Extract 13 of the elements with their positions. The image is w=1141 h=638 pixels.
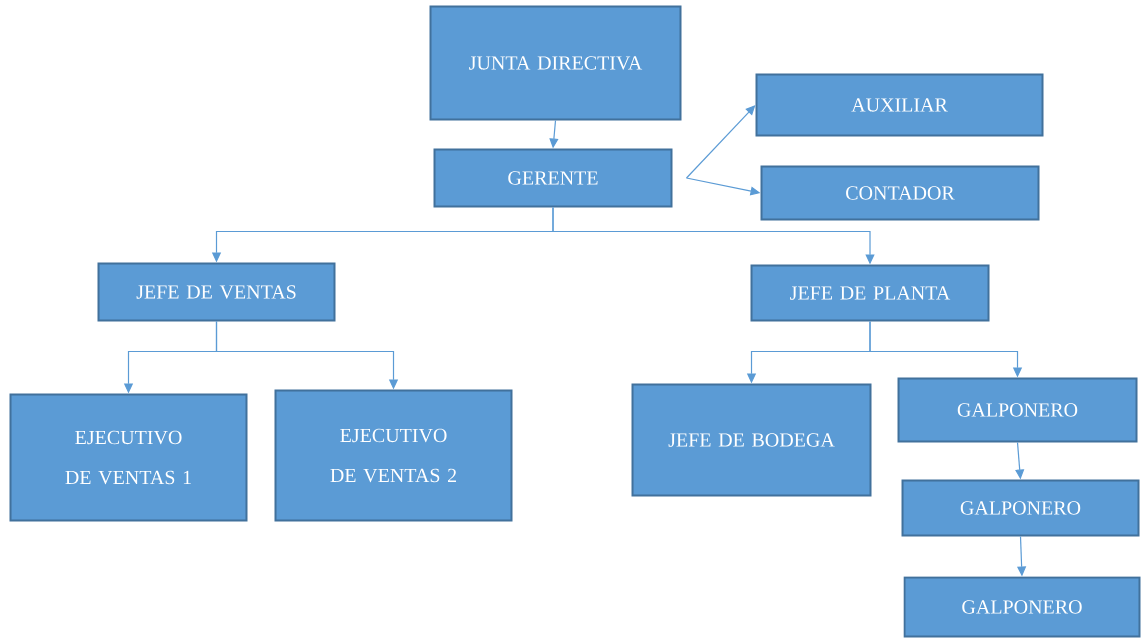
org-box: AUXILIAR	[755, 73, 1044, 137]
org-box: GALPONERO	[897, 377, 1138, 443]
org-box: JUNTA DIRECTIVA	[429, 5, 682, 121]
org-box: CONTADOR	[760, 165, 1040, 221]
org-box: GERENTE	[433, 148, 673, 208]
org-box: GALPONERO	[901, 479, 1140, 537]
org-box: EJECUTIVO DE VENTAS 2	[274, 389, 513, 522]
arrow	[685, 105, 756, 179]
org-box: JEFE DE BODEGA	[631, 383, 872, 497]
org-box: EJECUTIVO DE VENTAS 1	[9, 393, 248, 522]
org-box: GALPONERO	[903, 576, 1141, 638]
org-box: JEFE DE PLANTA	[750, 264, 990, 322]
org-box: JEFE DE VENTAS	[97, 262, 336, 322]
